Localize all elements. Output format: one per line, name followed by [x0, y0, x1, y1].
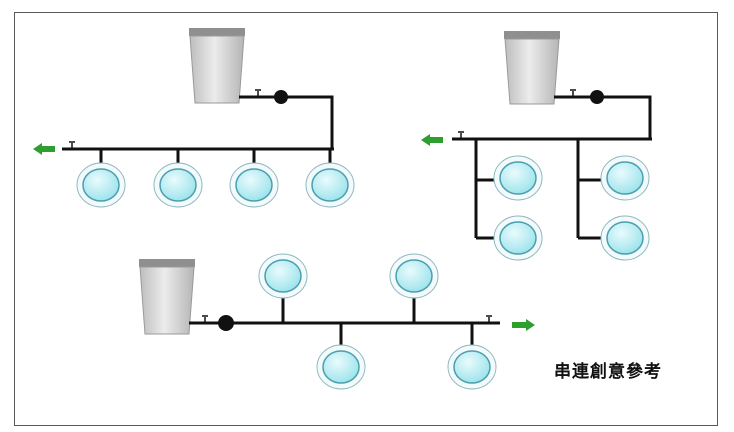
valve-icon	[69, 141, 75, 149]
pipe-network	[62, 95, 334, 170]
fountain-outlet-icon	[258, 253, 308, 299]
water-tank-icon	[189, 28, 245, 104]
pump-icon	[218, 315, 234, 331]
fountain-outlet-icon	[493, 215, 543, 261]
fountain-outlet-icon	[316, 344, 366, 390]
water-tank-icon	[139, 259, 195, 335]
valve-icon	[486, 315, 492, 323]
pump-icon	[590, 90, 604, 104]
pump-icon	[274, 90, 288, 104]
flow-arrow-icon	[512, 319, 535, 331]
diagram-caption: 串連創意參考	[554, 362, 662, 382]
fountain-outlet-icon	[447, 344, 497, 390]
fountain-outlet-icon	[153, 162, 203, 208]
valve-icon	[458, 131, 464, 139]
valve-icon	[570, 89, 576, 97]
water-tank-icon	[504, 31, 560, 105]
layout-top-right	[421, 31, 652, 261]
flow-arrow-icon	[33, 143, 55, 155]
fountain-outlet-icon	[229, 162, 279, 208]
fountain-outlet-icon	[600, 215, 650, 261]
fountain-outlet-icon	[76, 162, 126, 208]
fountain-outlet-icon	[600, 155, 650, 201]
valve-icon	[255, 89, 261, 97]
fountain-outlet-icon	[305, 162, 355, 208]
diagram-frame	[14, 12, 718, 426]
fountain-outlet-icon	[389, 253, 439, 299]
flow-arrow-icon	[421, 134, 443, 146]
fountain-outlet-icon	[493, 155, 543, 201]
layout-bottom	[139, 253, 535, 390]
valve-icon	[202, 315, 208, 323]
layout-top-left	[33, 28, 355, 208]
pipe-network	[452, 95, 652, 240]
pipe-network	[189, 296, 500, 348]
